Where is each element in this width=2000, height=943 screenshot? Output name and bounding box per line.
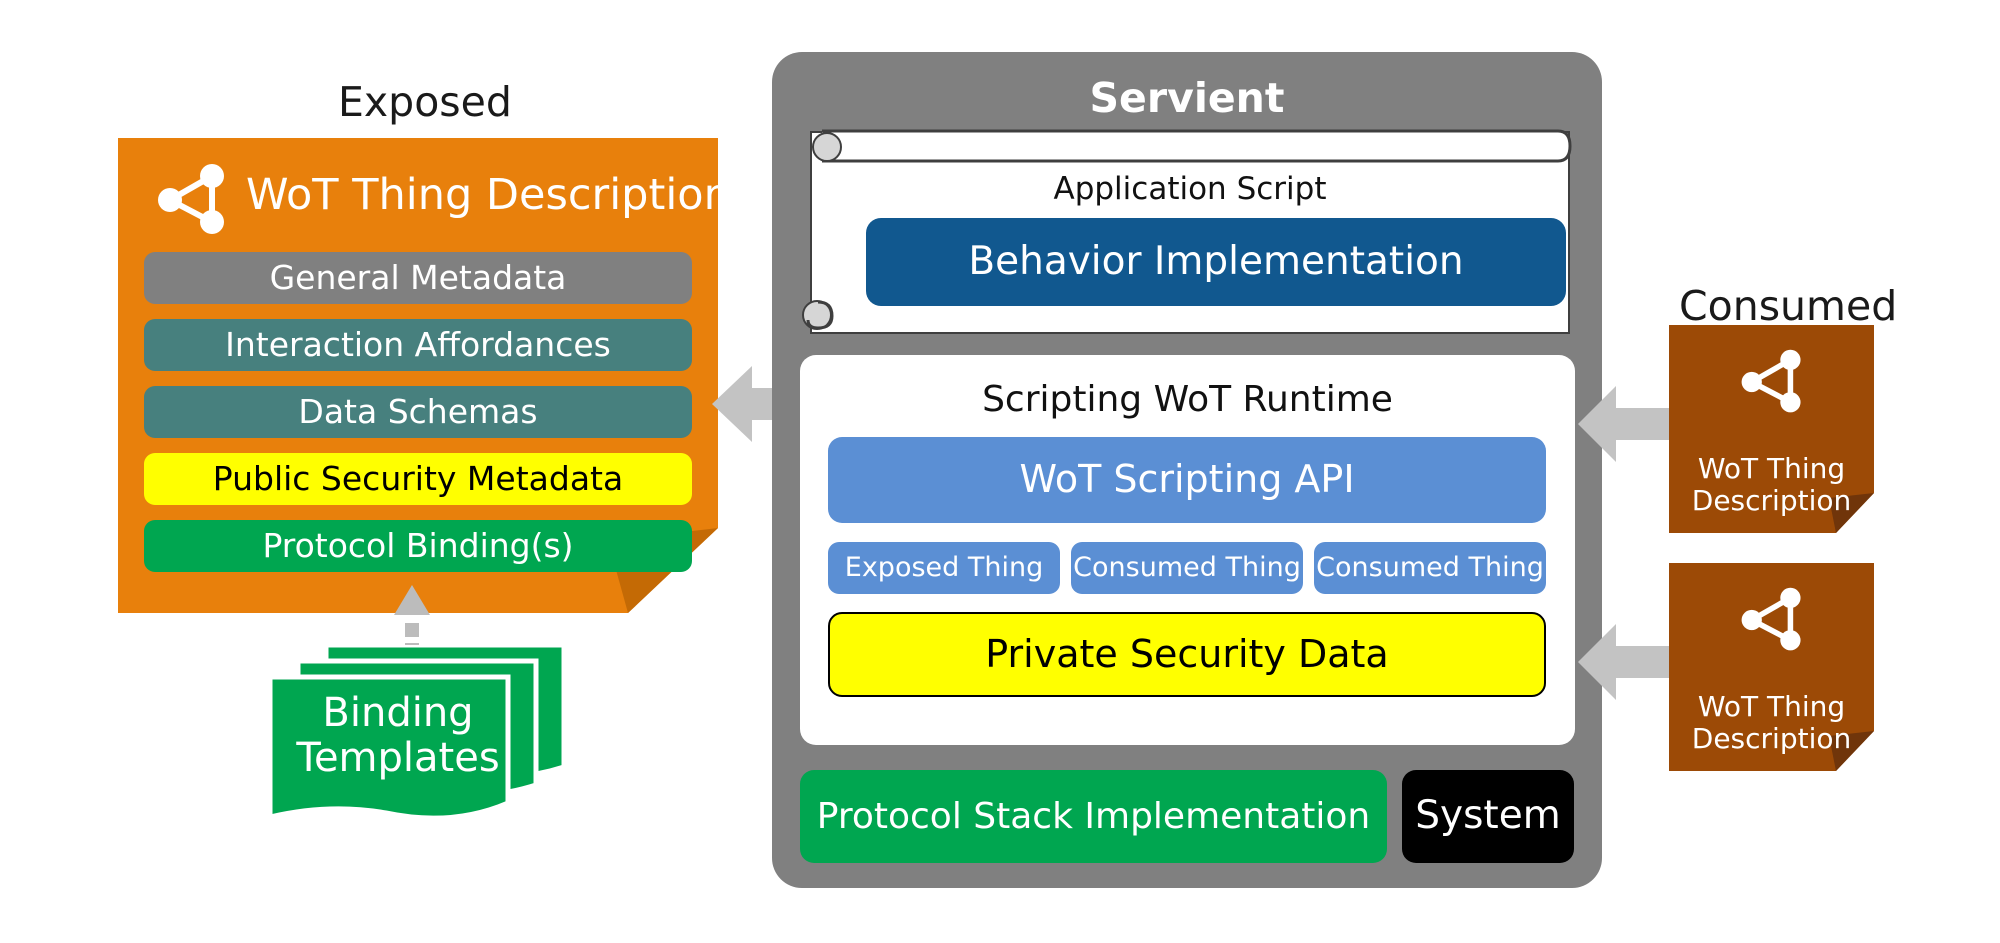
system-box[interactable]: System — [1402, 770, 1574, 863]
wot-scripting-api-label: WoT Scripting API — [1019, 457, 1355, 502]
application-script-label: Application Script — [1053, 171, 1327, 207]
scroll-top-edge-icon — [822, 129, 1572, 163]
exposed-caption: Exposed — [338, 78, 512, 126]
brown-card-shape — [1669, 325, 1874, 533]
td-row-general-metadata[interactable]: General Metadata — [144, 252, 692, 304]
thing-chip-label: Consumed Thing — [1316, 551, 1544, 583]
thing-chip-label: Consumed Thing — [1073, 551, 1301, 583]
share-nodes-icon — [1741, 349, 1801, 413]
binding-templates-stack[interactable]: Binding Templates — [267, 642, 568, 835]
exposed-thing-chip[interactable]: Exposed Thing — [828, 542, 1060, 594]
consumed-thing-chip-2[interactable]: Consumed Thing — [1314, 542, 1546, 594]
binding-templates-shape — [267, 642, 567, 821]
binding-templates-line1: Binding — [322, 690, 474, 736]
td-row-label: Interaction Affordances — [225, 324, 611, 364]
behavior-implementation-label: Behavior Implementation — [968, 238, 1464, 284]
scripting-wot-runtime-box: Scripting WoT Runtime WoT Scripting API … — [800, 355, 1575, 745]
servient-to-exposed-arrow — [712, 366, 804, 442]
private-security-data-label: Private Security Data — [985, 631, 1389, 676]
consumed-thing-description-card-2[interactable]: WoT Thing Description — [1669, 563, 1874, 771]
scripting-wot-runtime-label: Scripting WoT Runtime — [982, 379, 1393, 420]
brown-card-line1: WoT Thing — [1697, 452, 1846, 486]
td-row-label: Protocol Binding(s) — [262, 525, 574, 565]
consumed-caption: Consumed — [1679, 282, 1898, 330]
consumed-td-1-to-servient-arrow — [1578, 386, 1670, 462]
protocol-stack-implementation-box[interactable]: Protocol Stack Implementation — [800, 770, 1387, 863]
td-row-interaction-affordances[interactable]: Interaction Affordances — [144, 319, 692, 371]
protocol-stack-label: Protocol Stack Implementation — [816, 795, 1371, 837]
behavior-implementation-box[interactable]: Behavior Implementation — [866, 218, 1566, 306]
td-row-data-schemas[interactable]: Data Schemas — [144, 386, 692, 438]
thing-chip-label: Exposed Thing — [844, 551, 1044, 583]
consumed-td-2-to-servient-arrow — [1578, 624, 1670, 700]
consumed-thing-description-card-1[interactable]: WoT Thing Description — [1669, 325, 1874, 533]
td-row-label: Public Security Metadata — [212, 458, 624, 498]
brown-card-line1: WoT Thing — [1697, 690, 1846, 724]
scroll-roll-bottom-curl-icon — [806, 300, 834, 330]
td-row-label: Data Schemas — [298, 391, 538, 431]
brown-card-line2: Description — [1691, 722, 1852, 756]
brown-card-shape — [1669, 563, 1874, 771]
td-card-title: WoT Thing Description — [246, 170, 731, 220]
private-security-data-box[interactable]: Private Security Data — [828, 612, 1546, 697]
scroll-roll-top-icon — [812, 132, 842, 162]
brown-card-label: WoT Thing Description — [1669, 453, 1874, 517]
share-nodes-icon — [1741, 587, 1801, 651]
td-row-label: General Metadata — [269, 257, 567, 297]
wot-scripting-api-box[interactable]: WoT Scripting API — [828, 437, 1546, 523]
binding-templates-to-td-arrow — [394, 585, 430, 648]
binding-templates-label: Binding Templates — [278, 691, 518, 781]
share-nodes-icon — [158, 164, 224, 234]
exposed-thing-description-card[interactable]: WoT Thing Description General Metadata I… — [118, 138, 731, 613]
binding-templates-line2: Templates — [296, 734, 500, 781]
system-label: System — [1415, 793, 1561, 839]
consumed-thing-chip-1[interactable]: Consumed Thing — [1071, 542, 1303, 594]
td-row-protocol-bindings[interactable]: Protocol Binding(s) — [144, 520, 692, 572]
servient-title: Servient — [1089, 74, 1285, 122]
td-row-public-security-metadata[interactable]: Public Security Metadata — [144, 453, 692, 505]
brown-card-line2: Description — [1691, 484, 1852, 518]
brown-card-label: WoT Thing Description — [1669, 691, 1874, 755]
